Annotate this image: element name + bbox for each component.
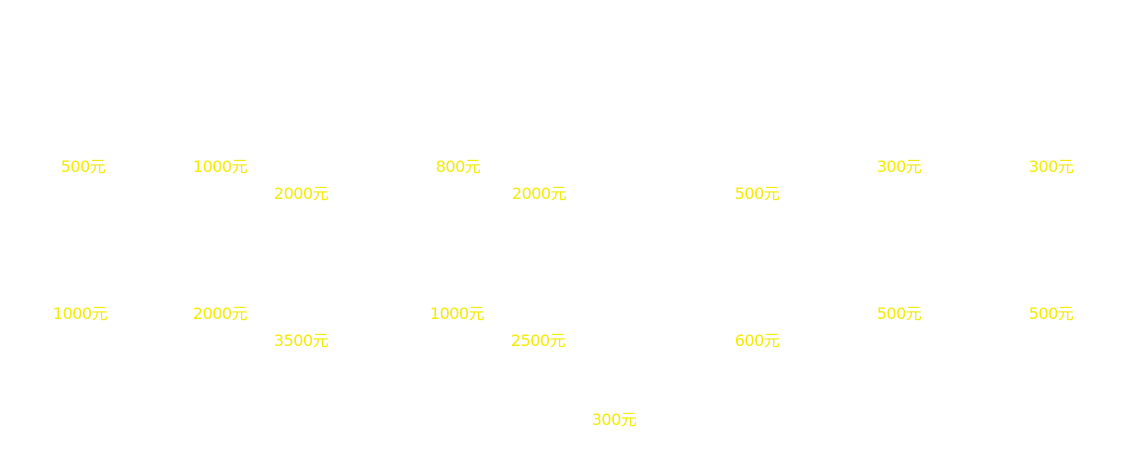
price-label: 500元 [734, 184, 780, 203]
price-label: 500元 [876, 304, 922, 323]
price-label: 1000元 [52, 304, 108, 323]
price-label: 2500元 [510, 331, 566, 350]
price-label: 3500元 [273, 331, 329, 350]
price-label: 600元 [734, 331, 780, 350]
price-label: 2000元 [511, 184, 567, 203]
price-label: 1000元 [192, 157, 248, 176]
price-label: 2000元 [192, 304, 248, 323]
price-label: 2000元 [273, 184, 329, 203]
price-label: 500元 [60, 157, 106, 176]
price-label: 300元 [1028, 157, 1074, 176]
price-label: 300元 [876, 157, 922, 176]
price-label: 300元 [591, 410, 637, 429]
price-label: 1000元 [429, 304, 485, 323]
price-label: 500元 [1028, 304, 1074, 323]
price-label: 800元 [435, 157, 481, 176]
